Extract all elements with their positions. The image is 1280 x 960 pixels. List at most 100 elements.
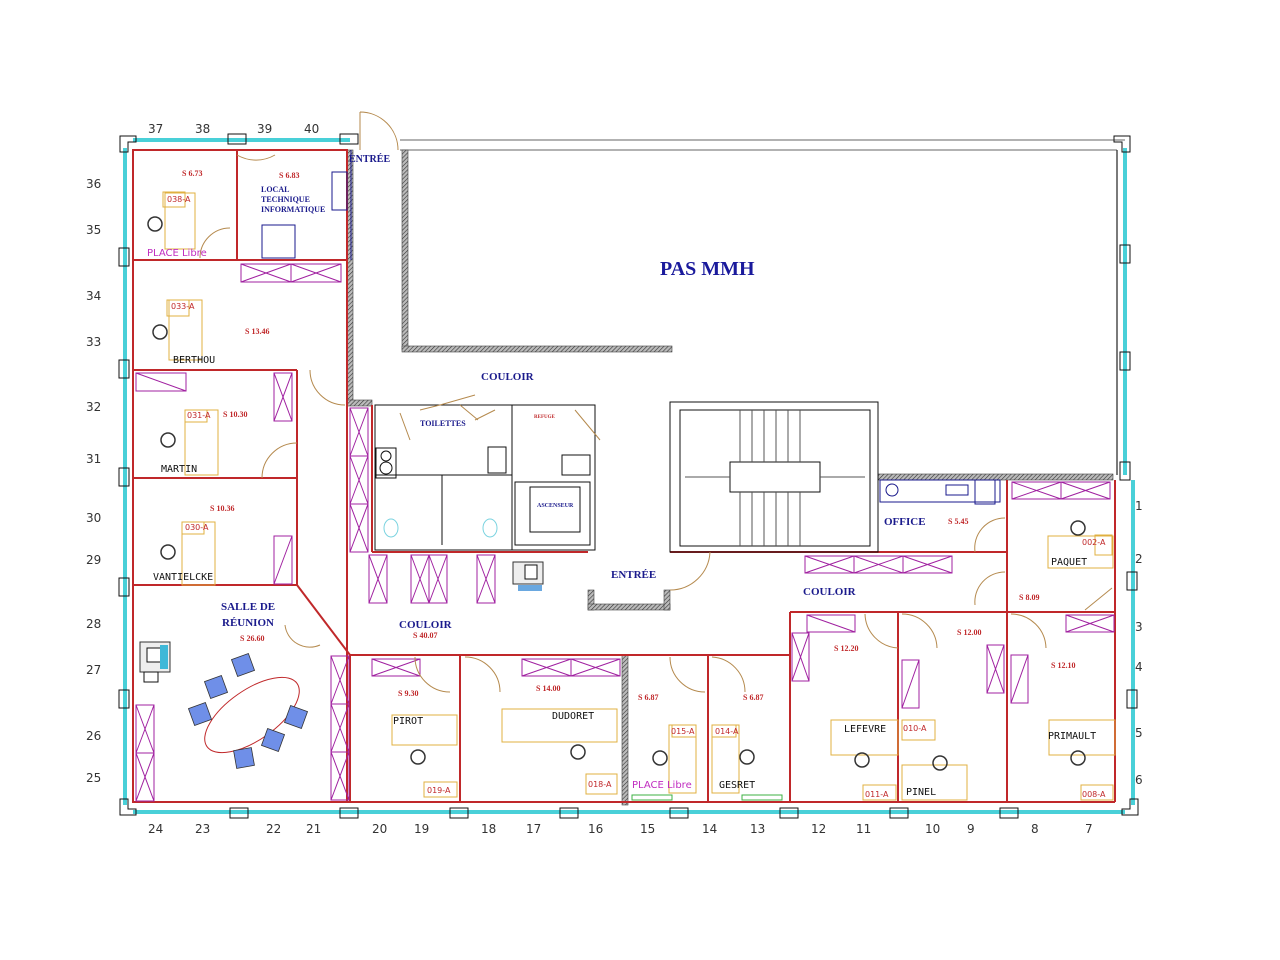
svg-text:28: 28 xyxy=(86,617,101,631)
exterior-glazing xyxy=(118,133,1139,819)
workstation-019[interactable]: 019-A PIROT xyxy=(393,716,451,795)
svg-text:26: 26 xyxy=(86,729,101,743)
svg-text:25: 25 xyxy=(86,771,101,785)
svg-text:S 8.09: S 8.09 xyxy=(1019,593,1039,602)
svg-text:13: 13 xyxy=(750,822,765,836)
label-ascenseur: ASCENSEUR xyxy=(537,503,574,509)
svg-text:018-A: 018-A xyxy=(588,780,612,789)
desk-chairs xyxy=(147,216,1086,771)
workstation-010[interactable]: 010-A PINEL xyxy=(903,724,936,798)
svg-text:BERTHOU: BERTHOU xyxy=(173,355,215,366)
svg-text:27: 27 xyxy=(86,663,101,677)
svg-text:16: 16 xyxy=(588,822,603,836)
svg-text:S 14.00: S 14.00 xyxy=(536,684,560,693)
workstation-038[interactable]: 038-A PLACE Libre xyxy=(147,195,207,259)
label-local-2: TECHNIQUE xyxy=(261,195,310,204)
svg-text:6: 6 xyxy=(1135,773,1143,787)
svg-text:4: 4 xyxy=(1135,660,1143,674)
label-entree-top: ENTRÉE xyxy=(349,153,390,165)
svg-text:2: 2 xyxy=(1135,552,1143,566)
floor-marker xyxy=(741,794,783,801)
svg-text:PLACE Libre: PLACE Libre xyxy=(632,780,692,791)
workstation-018[interactable]: 018-A DUDORET xyxy=(552,711,612,789)
svg-text:17: 17 xyxy=(526,822,541,836)
workstation-011[interactable]: 011-A LEFEVRE xyxy=(844,724,889,799)
svg-text:S 10.30: S 10.30 xyxy=(223,410,247,419)
svg-text:038-A: 038-A xyxy=(167,195,191,204)
label-salle-1: SALLE DE xyxy=(221,601,275,613)
label-local-1: LOCAL xyxy=(261,185,289,194)
core-block xyxy=(374,394,1001,553)
svg-text:033-A: 033-A xyxy=(171,302,195,311)
svg-text:PLACE Libre: PLACE Libre xyxy=(147,248,207,259)
svg-text:22: 22 xyxy=(266,822,281,836)
svg-text:MARTIN: MARTIN xyxy=(161,464,197,475)
meeting-table xyxy=(139,561,544,769)
svg-text:1: 1 xyxy=(1135,499,1143,513)
svg-text:LEFEVRE: LEFEVRE xyxy=(844,724,886,735)
svg-text:8: 8 xyxy=(1031,822,1039,836)
svg-text:S 6.73: S 6.73 xyxy=(182,169,202,178)
svg-text:35: 35 xyxy=(86,223,101,237)
workstation-030[interactable]: 030-A VANTIELCKE xyxy=(153,523,213,583)
svg-text:23: 23 xyxy=(195,822,210,836)
svg-text:12: 12 xyxy=(811,822,826,836)
workstation-014[interactable]: 014-A GESRET xyxy=(715,727,755,791)
svg-text:40: 40 xyxy=(304,122,319,136)
floor-marker xyxy=(631,794,673,801)
svg-text:10: 10 xyxy=(925,822,940,836)
svg-text:DUDORET: DUDORET xyxy=(552,711,594,722)
svg-text:33: 33 xyxy=(86,335,101,349)
svg-text:PIROT: PIROT xyxy=(393,716,423,727)
axis-right: 1 2 3 4 5 6 xyxy=(1135,499,1143,787)
workstation-033[interactable]: 033-A BERTHOU xyxy=(171,302,215,366)
label-salle-2: RÉUNION xyxy=(222,617,274,629)
svg-text:S 26.60: S 26.60 xyxy=(240,634,264,643)
svg-text:21: 21 xyxy=(306,822,321,836)
equipment-box xyxy=(261,224,296,259)
server-rack xyxy=(331,171,348,211)
svg-text:011-A: 011-A xyxy=(865,790,889,799)
svg-text:30: 30 xyxy=(86,511,101,525)
svg-text:030-A: 030-A xyxy=(185,523,209,532)
svg-text:S 6.83: S 6.83 xyxy=(279,171,299,180)
label-toilettes: TOILETTES xyxy=(420,419,466,428)
workstation-002[interactable]: 002-A PAQUET xyxy=(1051,538,1106,568)
cabinets xyxy=(135,263,1115,802)
svg-text:34: 34 xyxy=(86,289,101,303)
axis-top: 37 38 39 40 xyxy=(148,122,319,136)
svg-text:S 10.36: S 10.36 xyxy=(210,504,234,513)
svg-text:GESRET: GESRET xyxy=(719,780,755,791)
svg-text:32: 32 xyxy=(86,400,101,414)
workstation-008[interactable]: 008-A PRIMAULT xyxy=(1048,731,1106,799)
svg-text:15: 15 xyxy=(640,822,655,836)
structural-walls xyxy=(346,149,1114,806)
svg-text:S 9.30: S 9.30 xyxy=(398,689,418,698)
axis-left: 36 35 34 33 32 31 30 29 28 27 26 25 xyxy=(86,177,101,785)
svg-text:014-A: 014-A xyxy=(715,727,739,736)
label-entree-mid: ENTRÉE xyxy=(611,569,656,581)
svg-text:31: 31 xyxy=(86,452,101,466)
svg-text:019-A: 019-A xyxy=(427,786,451,795)
doors xyxy=(199,111,1113,693)
workstation-015[interactable]: 015-A PLACE Libre xyxy=(632,727,695,791)
axis-bottom: 24 23 22 21 20 19 18 17 16 15 14 13 12 1… xyxy=(148,822,1093,836)
svg-text:S 6.87: S 6.87 xyxy=(638,693,658,702)
svg-text:010-A: 010-A xyxy=(903,724,927,733)
svg-text:7: 7 xyxy=(1085,822,1093,836)
svg-text:3: 3 xyxy=(1135,620,1143,634)
label-couloir-mid: COULOIR xyxy=(399,619,453,631)
zone-title: PAS MMH xyxy=(660,258,755,280)
svg-text:PRIMAULT: PRIMAULT xyxy=(1048,731,1096,742)
room-areas: S 6.73 S 6.83 S 13.46 S 10.30 S 10.36 S … xyxy=(182,169,1075,702)
svg-text:14: 14 xyxy=(702,822,717,836)
workstation-031[interactable]: 031-A MARTIN xyxy=(161,411,211,475)
svg-text:VANTIELCKE: VANTIELCKE xyxy=(153,572,213,583)
svg-text:9: 9 xyxy=(967,822,975,836)
label-refuge: REFUGE xyxy=(534,415,556,420)
svg-text:S 6.87: S 6.87 xyxy=(743,693,763,702)
svg-text:18: 18 xyxy=(481,822,496,836)
svg-text:36: 36 xyxy=(86,177,101,191)
svg-text:38: 38 xyxy=(195,122,210,136)
svg-text:20: 20 xyxy=(372,822,387,836)
